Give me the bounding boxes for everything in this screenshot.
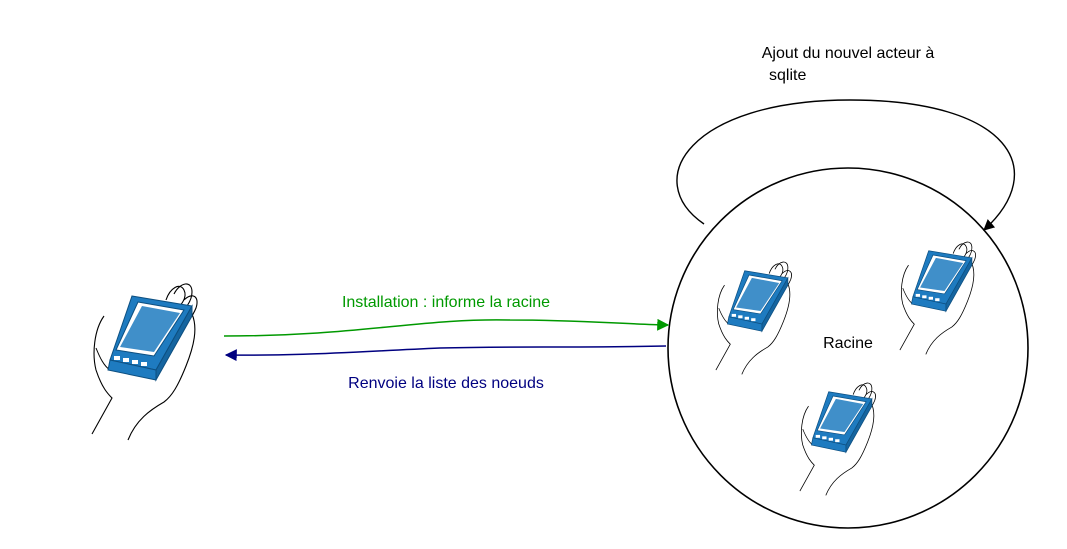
- root-node-circle: [667, 167, 1029, 529]
- install-arrow: [223, 318, 670, 337]
- root-label: Racine: [823, 335, 873, 352]
- hand-phone-icon: [715, 261, 792, 375]
- self-loop-label-line2: sqlite: [769, 67, 806, 84]
- install-arrow-label: Installation : informe la racine: [342, 294, 550, 311]
- return-arrow: [224, 345, 667, 362]
- self-loop-arrow: [676, 99, 1016, 231]
- return-arrow-label: Renvoie la liste des noeuds: [348, 375, 544, 392]
- self-loop-label-line1: Ajout du nouvel acteur à: [762, 45, 935, 62]
- hand-phone-icon: [899, 241, 976, 355]
- hand-phone-icon: [799, 382, 876, 496]
- hand-phone-icon: [91, 283, 198, 441]
